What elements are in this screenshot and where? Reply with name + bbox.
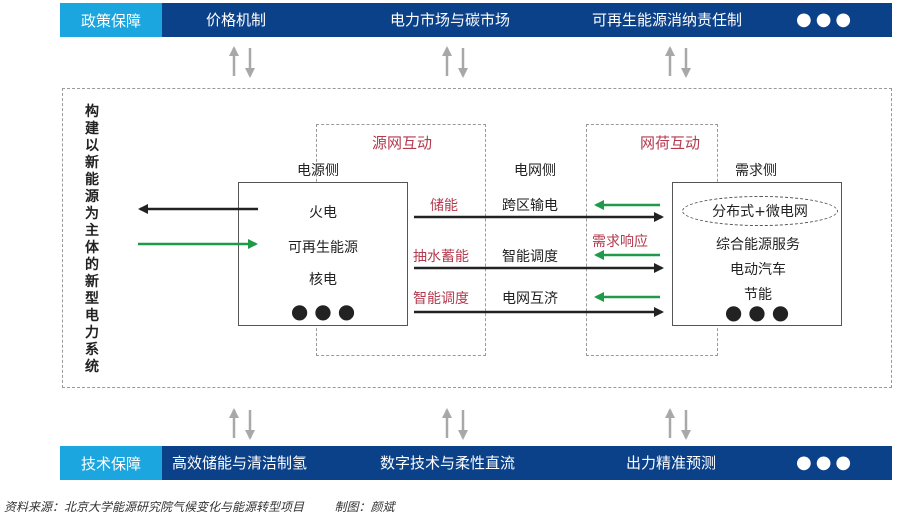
top-link-arrows [229, 46, 691, 78]
source-note: 资料来源：北京大学能源研究院气候变化与能源转型项目 制图：颜斌 [4, 500, 395, 514]
demand-more-dots: ●●● [724, 300, 796, 324]
supply-item-thermal: 火电 [309, 205, 337, 221]
label-demand-response: 需求响应 [592, 234, 648, 250]
demand-oval-distributed: 分布式+微电网 [682, 196, 838, 226]
grid-item-dispatch: 智能调度 [502, 249, 558, 265]
label-smart-dispatch: 智能调度 [413, 291, 469, 307]
technology-tag: 技术保障 [60, 446, 162, 480]
policy-more-dots: ●●● [796, 9, 856, 30]
technology-more-dots: ●●● [796, 452, 856, 473]
source-grid-label: 源网互动 [368, 132, 437, 153]
label-pumped-storage: 抽水蓄能 [413, 249, 469, 265]
technology-bar: 技术保障 高效储能与清洁制氢 数字技术与柔性直流 出力精准预测 ●●● [60, 446, 892, 480]
policy-item-market: 电力市场与碳市场 [390, 11, 511, 29]
demand-item-saving: 节能 [744, 287, 772, 303]
technology-item-storage: 高效储能与清洁制氢 [172, 454, 308, 472]
supply-more-dots: ●●● [290, 299, 362, 323]
policy-bar: 政策保障 价格机制 电力市场与碳市场 可再生能源消纳责任制 ●●● [60, 3, 892, 37]
power-system-frame [62, 88, 892, 388]
policy-item-price: 价格机制 [206, 11, 267, 29]
technology-item-forecast: 出力精准预测 [626, 454, 717, 472]
grid-load-label: 网荷互动 [636, 132, 705, 153]
policy-item-quota: 可再生能源消纳责任制 [592, 11, 743, 29]
technology-item-digital: 数字技术与柔性直流 [380, 454, 516, 472]
supply-item-renewable: 可再生能源 [288, 240, 358, 256]
demand-side-title: 需求侧 [735, 163, 777, 179]
supply-box [238, 182, 408, 326]
demand-item-ev: 电动汽车 [730, 262, 786, 278]
grid-item-transmission: 跨区输电 [502, 198, 558, 214]
bottom-link-arrows [229, 408, 691, 440]
policy-tag: 政策保障 [60, 3, 162, 37]
supply-item-nuclear: 核电 [309, 272, 337, 288]
grid-item-mutual-aid: 电网互济 [502, 291, 558, 307]
grid-side-title: 电网侧 [514, 163, 556, 179]
label-storage: 储能 [430, 198, 458, 214]
demand-item-integrated: 综合能源服务 [716, 237, 800, 253]
supply-side-title: 电源侧 [297, 163, 339, 179]
side-label: 构建以新能源为主体的新型电力系统 [85, 104, 99, 375]
